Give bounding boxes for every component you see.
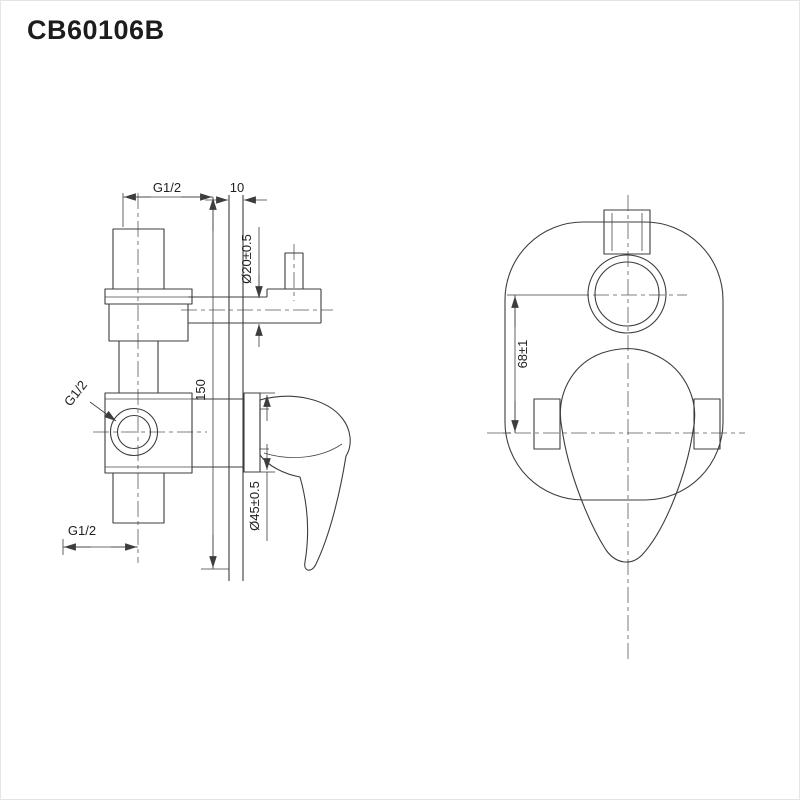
diverter-knob — [587, 254, 667, 334]
dim-outlet-diameter-label: Ø20±0.5 — [239, 234, 254, 284]
dimension-outlet-diameter: Ø20±0.5 — [239, 227, 263, 347]
lower-valve-body — [104, 392, 269, 474]
dimension-center-distance: 68±1 — [503, 294, 589, 434]
dimension-wall-thickness: 10 — [205, 180, 267, 204]
dim-wall-thickness-label: 10 — [230, 180, 244, 195]
dimension-thread-top: G1/2 — [122, 180, 213, 227]
dim-thread-top-label: G1/2 — [153, 180, 181, 195]
escutcheon-plate — [504, 221, 724, 501]
shower-riser-stub — [284, 252, 304, 290]
dim-valve-diameter-label: Ø45±0.5 — [247, 481, 262, 531]
side-port-outer — [109, 407, 159, 457]
dim-depth-label: 150 — [193, 379, 208, 401]
dim-thread-side-label: G1/2 — [61, 378, 90, 409]
front-view: 68±1 — [487, 195, 745, 659]
dimension-thread-bottom: G1/2 — [62, 523, 138, 555]
side-port-inner — [116, 414, 152, 450]
top-inlet-pipe — [112, 228, 165, 290]
escutcheon-side — [243, 392, 261, 473]
model-number: CB60106B — [27, 15, 165, 45]
right-body-tab — [693, 398, 721, 450]
left-body-tab — [533, 398, 561, 450]
wall-lines — [228, 195, 244, 581]
bottom-inlet-pipe — [112, 472, 165, 524]
handle-side-profile — [259, 395, 351, 571]
side-view: G1/2 10 Ø20±0.5 150 — [61, 180, 351, 581]
upper-valve-body — [104, 288, 193, 393]
dim-thread-bottom-label: G1/2 — [68, 523, 96, 538]
dimension-valve-diameter: Ø45±0.5 — [247, 392, 275, 541]
handle-front-profile — [559, 348, 696, 563]
dimension-depth: 150 — [193, 197, 229, 570]
dim-center-distance-label: 68±1 — [515, 340, 530, 369]
diverter-stem — [603, 209, 651, 255]
shower-outlet-pipe — [188, 252, 322, 324]
